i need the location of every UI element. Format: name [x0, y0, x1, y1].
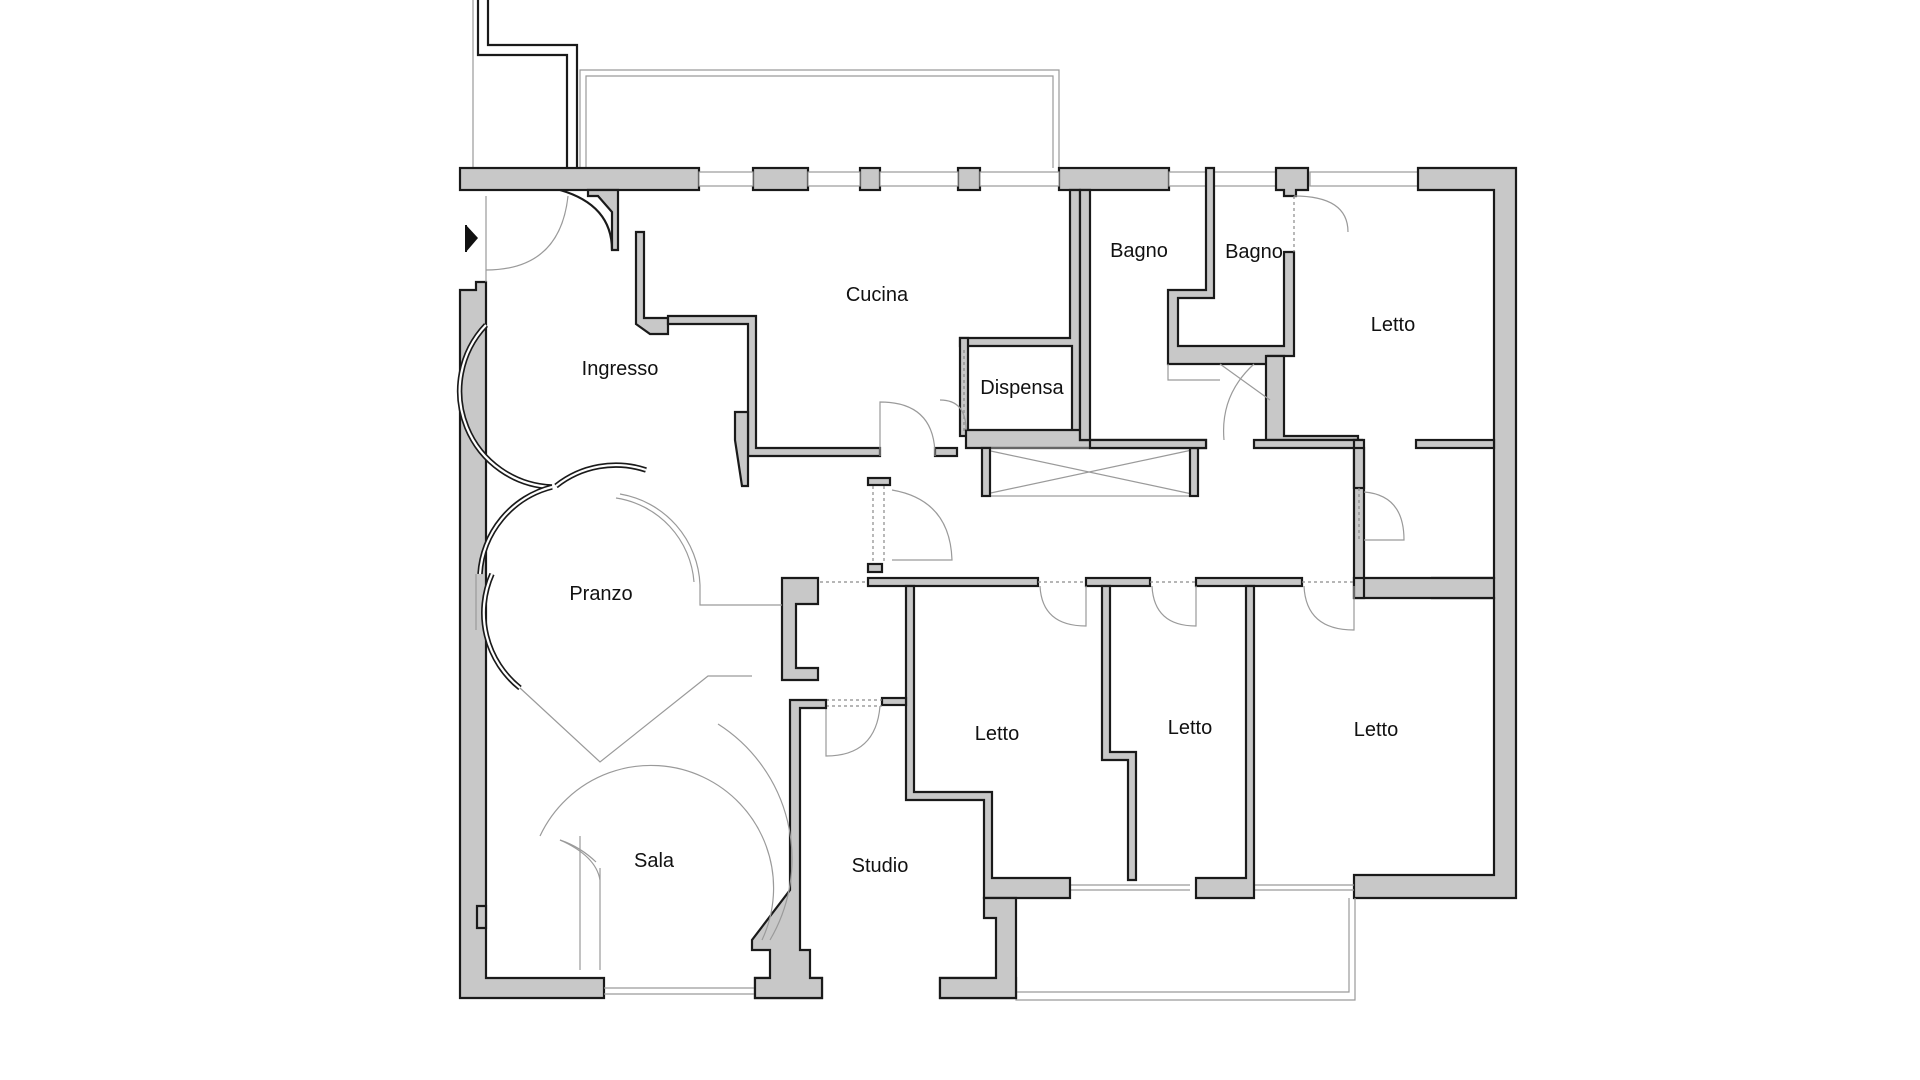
entrance — [465, 188, 620, 282]
room-label-pranzo: Pranzo — [569, 583, 632, 605]
bedroom-walls — [825, 584, 1256, 1000]
room-label-letto-3: Letto — [1354, 719, 1398, 741]
room-label-bagno-1: Bagno — [1110, 240, 1168, 262]
kitchen-walls — [634, 188, 1208, 498]
room-label-ingresso: Ingresso — [582, 358, 659, 380]
pranzo-partition — [750, 576, 828, 1000]
room-label-sala: Sala — [634, 850, 675, 872]
sala-walls — [475, 675, 793, 970]
room-label-dispensa: Dispensa — [980, 377, 1064, 399]
entrance-marker-icon — [466, 225, 478, 252]
room-label-studio: Studio — [852, 855, 909, 877]
bathroom-walls — [1078, 166, 1364, 450]
room-label-letto-2: Letto — [1168, 717, 1212, 739]
room-label-letto-1: Letto — [975, 723, 1019, 745]
room-labels: Cucina Bagno Bagno Letto Ingresso Dispen… — [569, 240, 1415, 877]
corridor-walls — [1352, 438, 1496, 600]
stair-walls — [476, 0, 579, 168]
room-label-bagno-2: Bagno — [1225, 241, 1283, 263]
room-label-cucina: Cucina — [846, 284, 909, 306]
upper-balcony — [472, 0, 1060, 168]
curved-walls — [456, 323, 782, 691]
corridor-doors — [820, 476, 1366, 631]
room-label-letto-ne: Letto — [1371, 314, 1415, 336]
